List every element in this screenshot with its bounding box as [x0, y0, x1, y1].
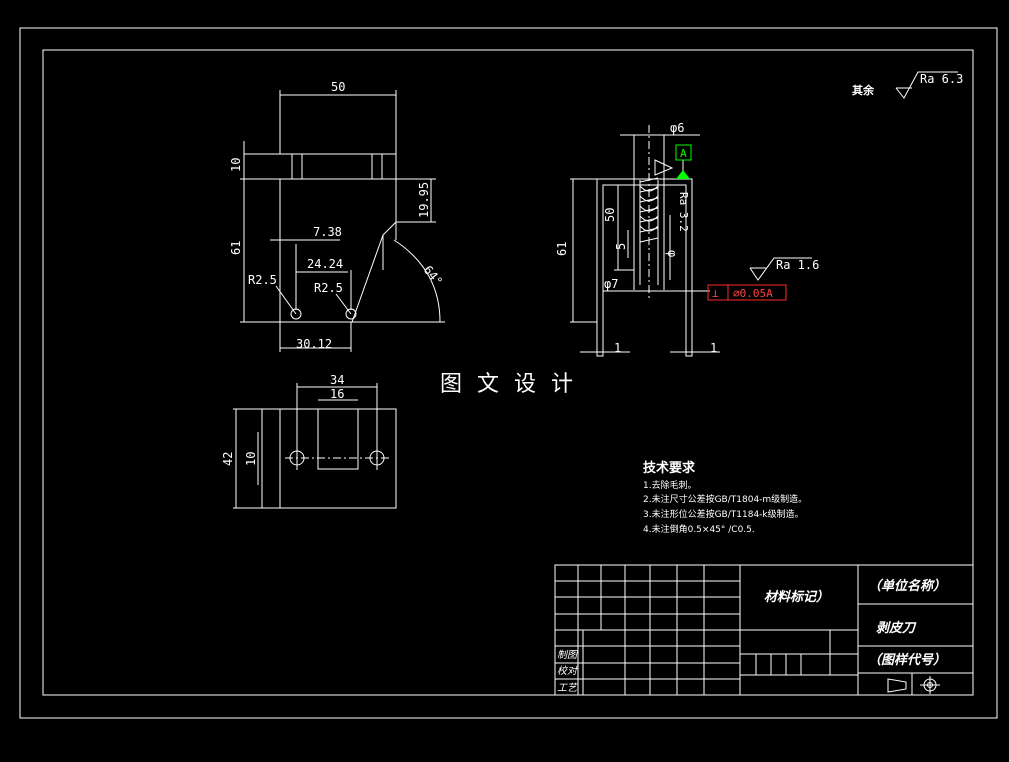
datum-a: A	[675, 144, 692, 179]
side-view	[570, 125, 812, 357]
other-label: 其余	[852, 83, 875, 97]
dim-r2-5-right: R2.5	[314, 281, 343, 295]
front-view	[240, 90, 445, 352]
ra-side-text: Ra 1.6	[776, 258, 819, 272]
side-dim-50: 50	[603, 208, 617, 222]
dim-42: 42	[221, 452, 235, 466]
geometric-tolerance-frame: ⊥ ∅0.05A	[707, 284, 787, 301]
side-dim-5: 5	[614, 243, 628, 250]
side-dim-phi7: φ7	[604, 277, 618, 291]
dim-24-24: 24.24	[307, 257, 343, 271]
side-dim-phi: φ	[665, 250, 679, 257]
inner-frame	[42, 49, 974, 696]
dim-50: 50	[331, 80, 345, 94]
unit-name: （单位名称）	[868, 578, 946, 594]
material-mark: 材料标记）	[764, 589, 829, 605]
datum-a-letter: A	[680, 147, 687, 160]
tech-item-3: 3.未注形位公差按GB/T1184-k级制造。	[643, 508, 804, 520]
tech-item-1: 1.去除毛刺。	[643, 479, 697, 491]
dim-angle: 64°	[421, 263, 446, 289]
watermark-text: 图 文 设 计	[440, 372, 577, 397]
dim-30-12: 30.12	[296, 337, 332, 351]
dim-phi6: φ6	[670, 121, 684, 135]
side-dim-61: 61	[555, 242, 569, 256]
tolerance-value: ∅0.05A	[733, 287, 773, 300]
outer-frame	[19, 27, 998, 719]
tech-item-4: 4.未注倒角0.5×45° /C0.5.	[643, 523, 755, 535]
dim-10: 10	[229, 158, 243, 172]
label-check: 校对	[557, 665, 579, 677]
drawing-code: （图样代号）	[868, 652, 946, 668]
tech-requirements: 技术要求 1.去除毛刺。 2.未注尺寸公差按GB/T1804-m级制造。 3.未…	[643, 460, 807, 535]
dim-7-38: 7.38	[313, 225, 342, 239]
dim-19-95: 19.95	[417, 182, 431, 218]
label-process: 工艺	[557, 682, 579, 694]
tech-item-2: 2.未注尺寸公差按GB/T1804-m级制造。	[643, 493, 807, 505]
tolerance-symbol: ⊥	[712, 287, 719, 300]
dim-10-top: 10	[244, 452, 258, 466]
part-name: 剥皮刀	[876, 620, 917, 636]
ra-default-text: Ra 6.3	[920, 72, 963, 86]
ra-face-text: Ra 3.2	[677, 192, 690, 232]
side-dim-1-right: 1	[710, 341, 717, 355]
title-block	[554, 564, 974, 696]
dim-16: 16	[330, 387, 344, 401]
dim-r2-5-left: R2.5	[248, 273, 277, 287]
roughness-default: 其余 Ra 6.3	[852, 71, 963, 99]
tech-title: 技术要求	[643, 460, 696, 476]
side-dim-1-left: 1	[614, 341, 621, 355]
dim-34: 34	[330, 373, 344, 387]
top-view	[233, 383, 397, 509]
dim-61: 61	[229, 241, 243, 255]
label-drawing: 制图	[557, 649, 579, 661]
